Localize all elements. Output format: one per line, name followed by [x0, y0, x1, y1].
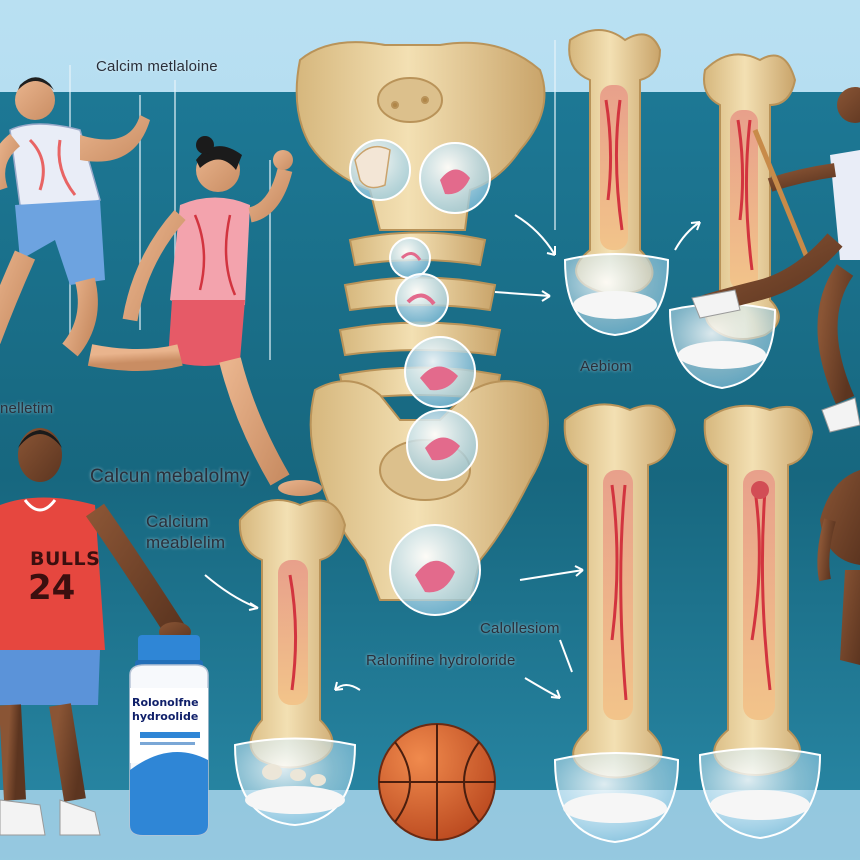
- powder-dish-4: [553, 752, 680, 844]
- powder-dish-3: [233, 737, 357, 827]
- cell-orbs: [349, 139, 491, 616]
- jersey-number: 24: [28, 568, 76, 608]
- basketball: [378, 723, 496, 841]
- label-calcium-line1: Calcium: [146, 512, 209, 531]
- femur-bottom-1: [238, 499, 347, 769]
- label-top-left: Calcim metlaloine: [96, 58, 218, 75]
- medicine-bottle: [129, 635, 209, 836]
- label-right-upper: Aebiom: [580, 358, 633, 375]
- athlete-right-bottom: [817, 470, 860, 665]
- powder-dish-5: [698, 747, 822, 840]
- bottle-label-line1: Rolonolfne: [132, 696, 199, 709]
- label-left-mid: nelletim: [0, 400, 54, 417]
- femur-top-1: [568, 29, 662, 295]
- bottle-label-line2: hydroolide: [132, 710, 199, 723]
- athlete-runner-top-left: [0, 77, 150, 357]
- athlete-right-top: [691, 87, 860, 433]
- jersey-team-text: BULLS: [30, 548, 101, 570]
- femur-bottom-3: [703, 404, 814, 776]
- label-right-lower: Calollesiom: [480, 620, 560, 637]
- femur-bottom-2: [563, 403, 677, 779]
- label-calcium-line2: meablelim: [146, 533, 226, 552]
- powder-dish-2: [668, 303, 777, 390]
- label-center-left: Calcun mebalolmy: [90, 466, 250, 487]
- label-bottom-center: Ralonifine hydroloride: [366, 652, 516, 669]
- athlete-runner-girl: [87, 136, 322, 496]
- arrows: [204, 214, 701, 699]
- powder-dish-1: [563, 253, 670, 337]
- athlete-basketball-player: [0, 428, 191, 836]
